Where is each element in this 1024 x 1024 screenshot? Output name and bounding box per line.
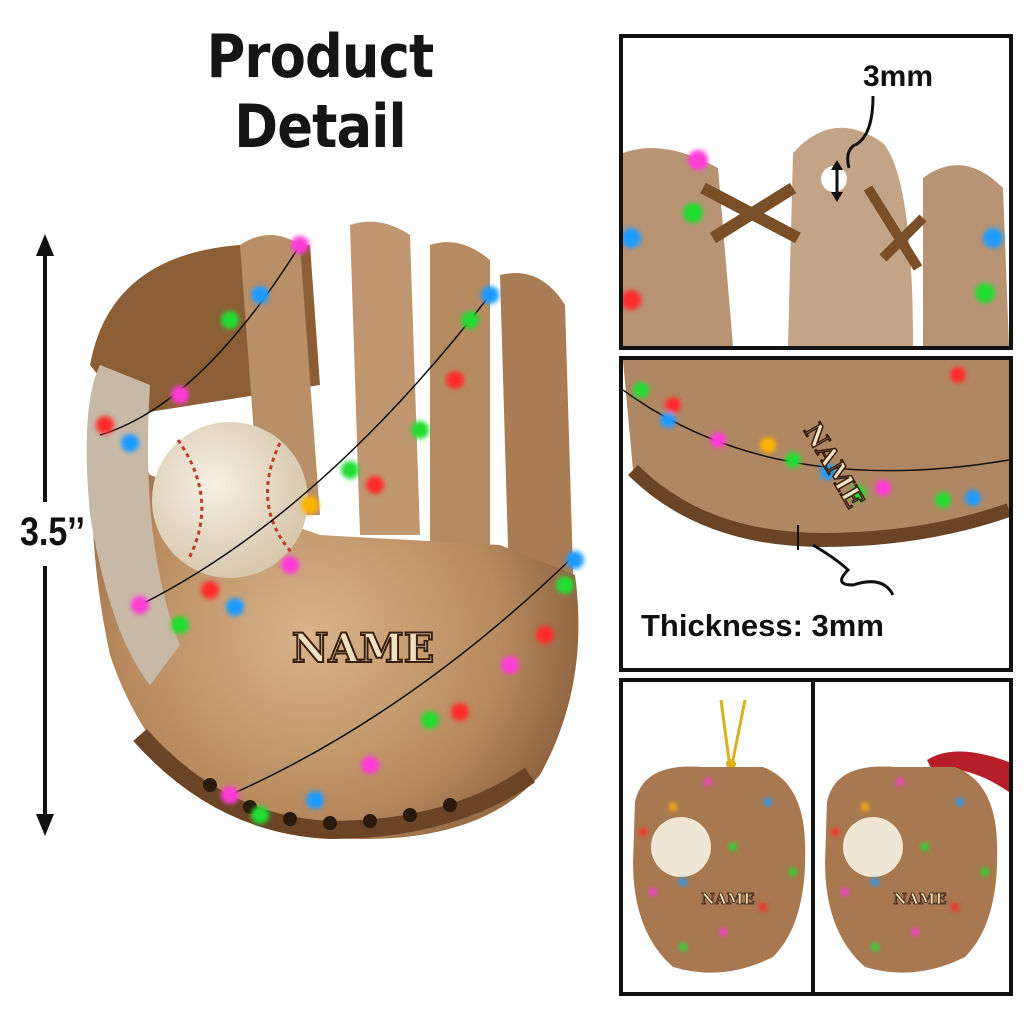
page-title: Product Detail (206, 22, 435, 162)
arrow-up-icon (36, 234, 54, 256)
baseball-glove-icon: NAME (86, 221, 584, 840)
detail-panel-red-ribbon: NAME (811, 678, 1013, 996)
dimension-line-bottom (43, 566, 47, 816)
glove-edge-closeup: NAME (623, 360, 1009, 596)
personalization-name: NAME (893, 890, 946, 908)
personalization-name: NAME (701, 890, 754, 908)
personalization-name: NAME (292, 625, 434, 672)
thickness-callout: Thickness: 3mm (641, 608, 884, 643)
glove-fingertip-closeup (623, 95, 1009, 346)
dimension-line-top (43, 252, 47, 502)
ornament-red-ribbon: NAME (825, 751, 1009, 973)
detail-panel-hole: 3mm (619, 34, 1013, 350)
detail-panel-gold-string: NAME (619, 678, 815, 996)
product-image-main: NAME (70, 215, 610, 855)
hole-size-callout: 3mm (863, 60, 934, 93)
ornament-gold-string: NAME (633, 699, 806, 973)
height-label: 3.5’’ (20, 510, 85, 554)
detail-panel-thickness: NAME Thickness: 3mm (619, 356, 1013, 672)
arrow-down-icon (36, 814, 54, 836)
